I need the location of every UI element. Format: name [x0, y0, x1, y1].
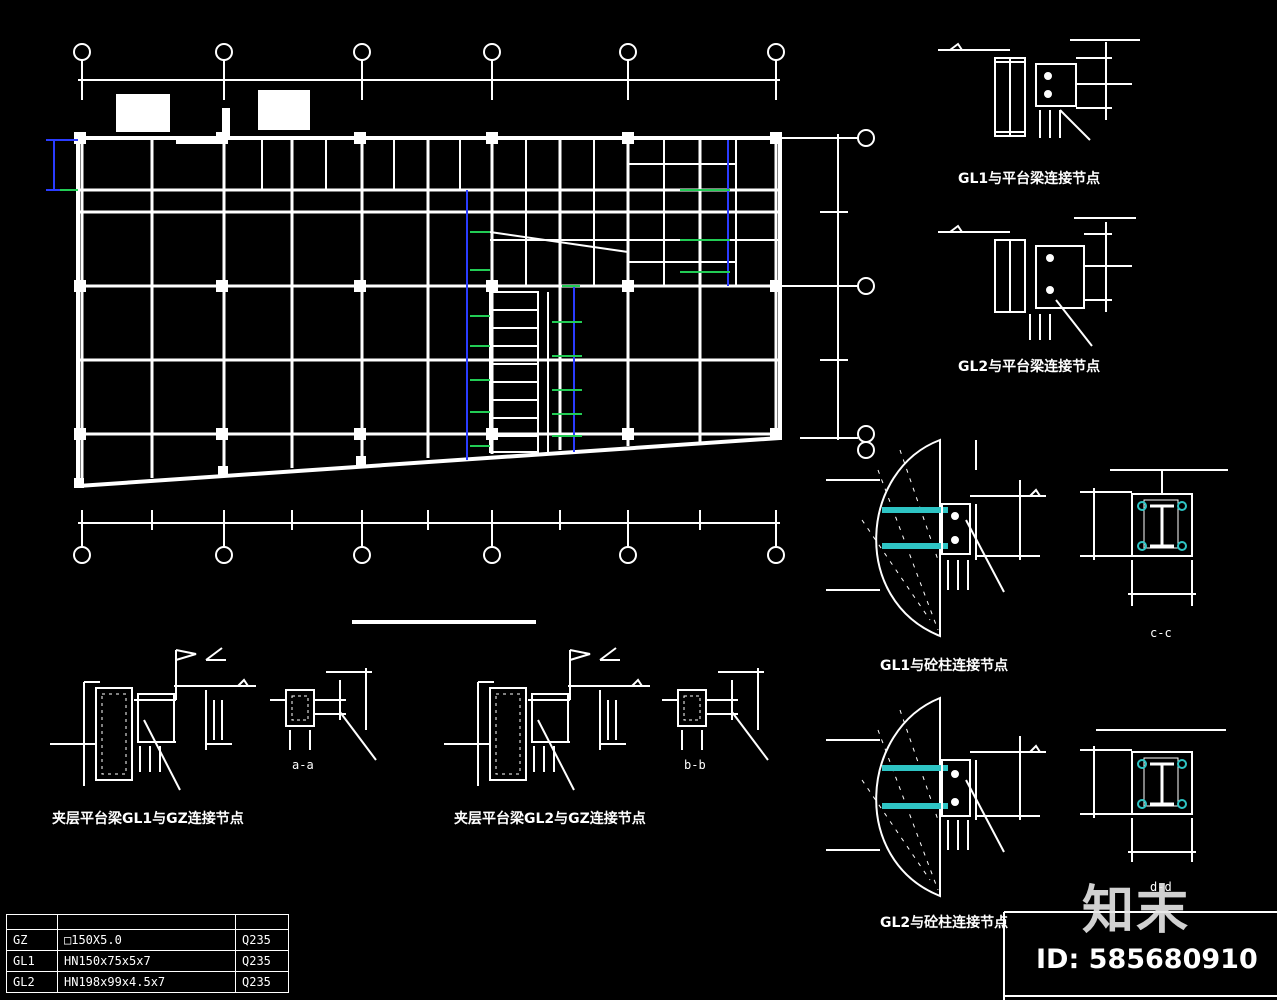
title-block-lines — [1003, 911, 1277, 1000]
material-code: GZ — [6, 929, 58, 951]
watermark-logo: 知末 — [1082, 881, 1191, 941]
material-spec: HN150x75x5x7 — [57, 950, 236, 972]
section-d-label: d-d — [1150, 880, 1172, 894]
mezz-gl2-gz-node-drawing — [444, 647, 650, 791]
plan-columns — [74, 90, 782, 488]
mezz-gl1-gz-node-drawing — [50, 647, 256, 791]
gl2-platform-node-drawing — [938, 217, 1136, 347]
bottom-axis-bubbles — [73, 510, 785, 564]
material-grade: Q235 — [235, 971, 289, 993]
d-section-drawing — [1080, 729, 1226, 862]
watermark-id: ID: 585680910 — [1036, 944, 1258, 975]
material-spec: HN198x99x4.5x7 — [57, 971, 236, 993]
gl2-column-node-label: GL2与砼柱连接节点 — [880, 915, 1009, 931]
material-grade: Q235 — [235, 950, 289, 972]
gl1-column-node-label: GL1与砼柱连接节点 — [880, 658, 1009, 674]
table-row: GZ □150X5.0 Q235 — [6, 929, 289, 951]
plan-view — [46, 43, 875, 564]
gl2-platform-node-label: GL2与平台梁连接节点 — [958, 359, 1101, 375]
table-row: GL2 HN198x99x4.5x7 Q235 — [6, 971, 289, 993]
blue-dimensions — [46, 139, 729, 460]
gl2-column-node-drawing — [826, 696, 1046, 898]
table-row — [6, 914, 289, 930]
section-a-label: a-a — [292, 758, 314, 772]
material-code: GL1 — [6, 950, 58, 972]
b-section-drawing — [662, 668, 769, 761]
section-c-label: c-c — [1150, 626, 1172, 640]
green-markers — [60, 189, 730, 447]
material-table: GZ □150X5.0 Q235 GL1 HN150x75x5x7 Q235 G… — [6, 914, 289, 993]
stair-opening — [489, 291, 549, 453]
material-spec: □150X5.0 — [57, 929, 236, 951]
c-section-drawing — [1080, 469, 1228, 606]
gl1-platform-node-drawing — [938, 39, 1140, 141]
material-code: GL2 — [6, 971, 58, 993]
top-axis-bubbles — [73, 43, 785, 100]
right-axis-bubbles — [780, 129, 875, 459]
gl1-column-node-drawing — [826, 438, 1046, 638]
a-section-drawing — [270, 668, 377, 761]
gl1-platform-node-label: GL1与平台梁连接节点 — [958, 171, 1101, 187]
mezz-gl1-gz-node-label: 夹层平台梁GL1与GZ连接节点 — [52, 811, 244, 827]
mezz-gl2-gz-node-label: 夹层平台梁GL2与GZ连接节点 — [454, 811, 646, 827]
section-b-label: b-b — [684, 758, 706, 772]
mezzanine-grid — [261, 138, 780, 286]
table-row: GL1 HN150x75x5x7 Q235 — [6, 950, 289, 972]
material-grade: Q235 — [235, 929, 289, 951]
